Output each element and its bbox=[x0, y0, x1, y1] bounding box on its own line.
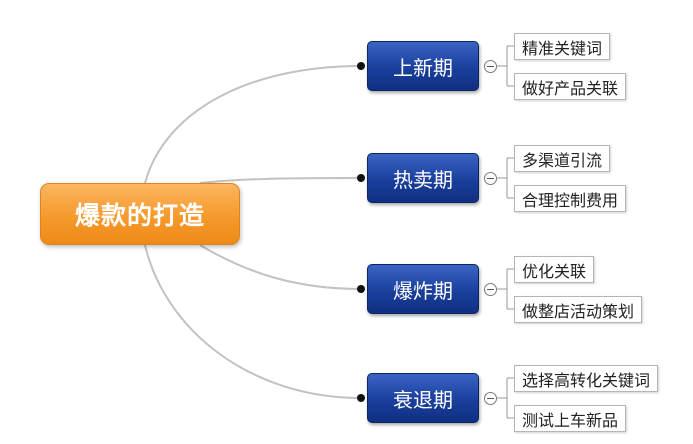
root-topic[interactable]: 爆款的打造 bbox=[40, 183, 240, 245]
stage-label-2: 热卖期 bbox=[393, 167, 453, 192]
stage-node-2[interactable]: 热卖期 bbox=[367, 153, 479, 203]
collapse-toggle-stage-4[interactable] bbox=[484, 392, 497, 405]
branch-line-stage-3 bbox=[199, 244, 362, 290]
task-node-3-1[interactable]: 优化关联 bbox=[514, 256, 595, 283]
branch-line-stage-4 bbox=[144, 244, 362, 399]
bracket-stage-4 bbox=[497, 377, 514, 419]
stage-node-1[interactable]: 上新期 bbox=[367, 41, 479, 91]
attach-dot-stage-2 bbox=[357, 174, 365, 182]
task-node-1-2[interactable]: 做好产品关联 bbox=[514, 73, 627, 100]
task-node-2-1[interactable]: 多渠道引流 bbox=[514, 145, 611, 172]
task-label: 合理控制费用 bbox=[522, 190, 619, 210]
stage-label-4: 衰退期 bbox=[393, 387, 453, 412]
task-label: 多渠道引流 bbox=[522, 150, 603, 170]
task-node-4-1[interactable]: 选择高转化关键词 bbox=[514, 365, 659, 392]
task-label: 选择高转化关键词 bbox=[522, 370, 651, 390]
stage-node-4[interactable]: 衰退期 bbox=[367, 373, 479, 423]
branch-line-stage-1 bbox=[144, 65, 362, 184]
attach-dot-stage-3 bbox=[357, 285, 365, 293]
bracket-stage-1 bbox=[497, 45, 514, 87]
stage-label-1: 上新期 bbox=[393, 55, 453, 80]
task-label: 优化关联 bbox=[522, 261, 587, 281]
task-node-4-2[interactable]: 测试上车新品 bbox=[514, 405, 627, 432]
root-topic-label: 爆款的打造 bbox=[74, 201, 205, 230]
attach-dot-stage-1 bbox=[357, 62, 365, 70]
task-label: 做好产品关联 bbox=[522, 78, 619, 98]
task-label: 做整店活动策划 bbox=[522, 301, 635, 321]
task-node-2-2[interactable]: 合理控制费用 bbox=[514, 185, 627, 212]
collapse-toggle-stage-3[interactable] bbox=[484, 283, 497, 296]
branch-line-stage-2 bbox=[199, 177, 362, 184]
stage-node-3[interactable]: 爆炸期 bbox=[367, 264, 479, 314]
collapse-toggle-stage-2[interactable] bbox=[484, 172, 497, 185]
attach-dot-stage-4 bbox=[357, 394, 365, 402]
bracket-stage-2 bbox=[497, 157, 514, 199]
collapse-toggle-stage-1[interactable] bbox=[484, 60, 497, 73]
task-node-1-1[interactable]: 精准关键词 bbox=[514, 33, 611, 60]
task-node-3-2[interactable]: 做整店活动策划 bbox=[514, 296, 643, 323]
stage-label-3: 爆炸期 bbox=[393, 278, 453, 303]
bracket-stage-3 bbox=[497, 268, 514, 310]
task-label: 精准关键词 bbox=[522, 38, 603, 58]
task-label: 测试上车新品 bbox=[522, 410, 619, 430]
